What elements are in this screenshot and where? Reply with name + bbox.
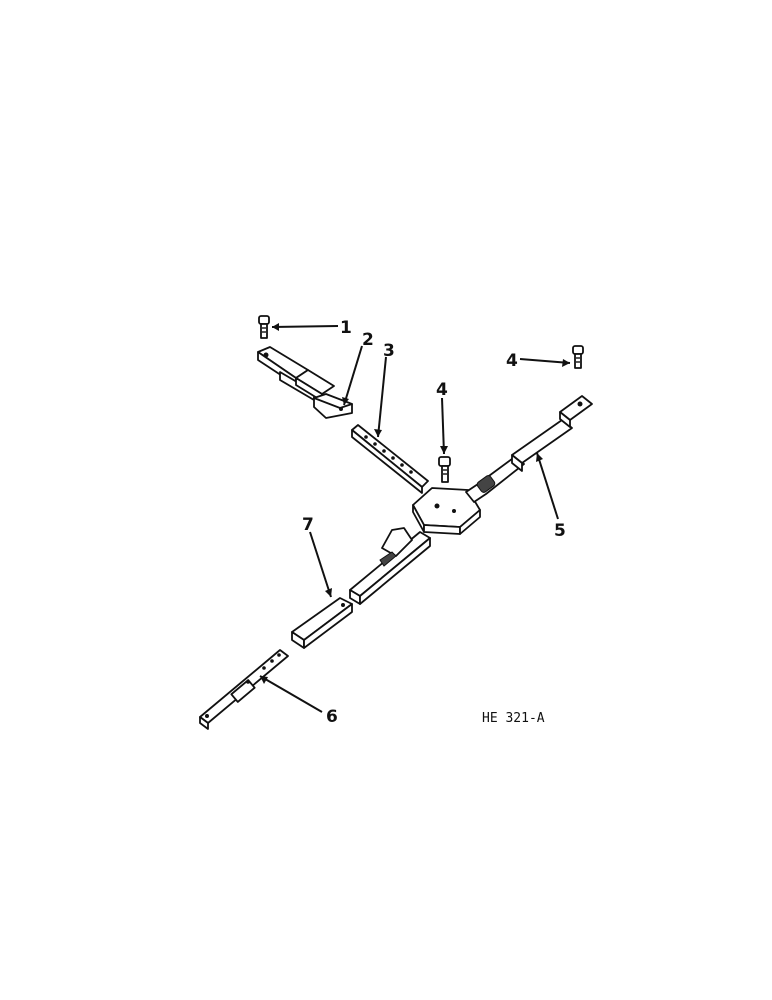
upper-left-tube-part-2 bbox=[257, 346, 353, 419]
figure-reference-code: HE 321-A bbox=[482, 711, 545, 726]
leader-lines bbox=[259, 323, 571, 713]
callout-3: 3 bbox=[383, 341, 395, 361]
callout-5: 5 bbox=[554, 521, 566, 541]
callout-2: 2 bbox=[362, 330, 374, 350]
upper-perforated-strap-part-3 bbox=[351, 424, 429, 494]
bolt-part-4-right bbox=[572, 345, 584, 369]
callout-4-center: 4 bbox=[436, 380, 448, 400]
bolt-part-1 bbox=[258, 315, 270, 339]
callout-1: 1 bbox=[340, 318, 352, 338]
center-plate bbox=[412, 487, 481, 535]
right-arm-part-5 bbox=[465, 395, 593, 503]
bolt-part-4-center bbox=[438, 456, 451, 483]
callout-6: 6 bbox=[326, 707, 338, 727]
lower-tube-part-7 bbox=[291, 527, 431, 649]
lower-perforated-strap-part-6 bbox=[199, 649, 289, 730]
callout-7: 7 bbox=[302, 515, 314, 535]
callout-4-right: 4 bbox=[506, 351, 518, 371]
